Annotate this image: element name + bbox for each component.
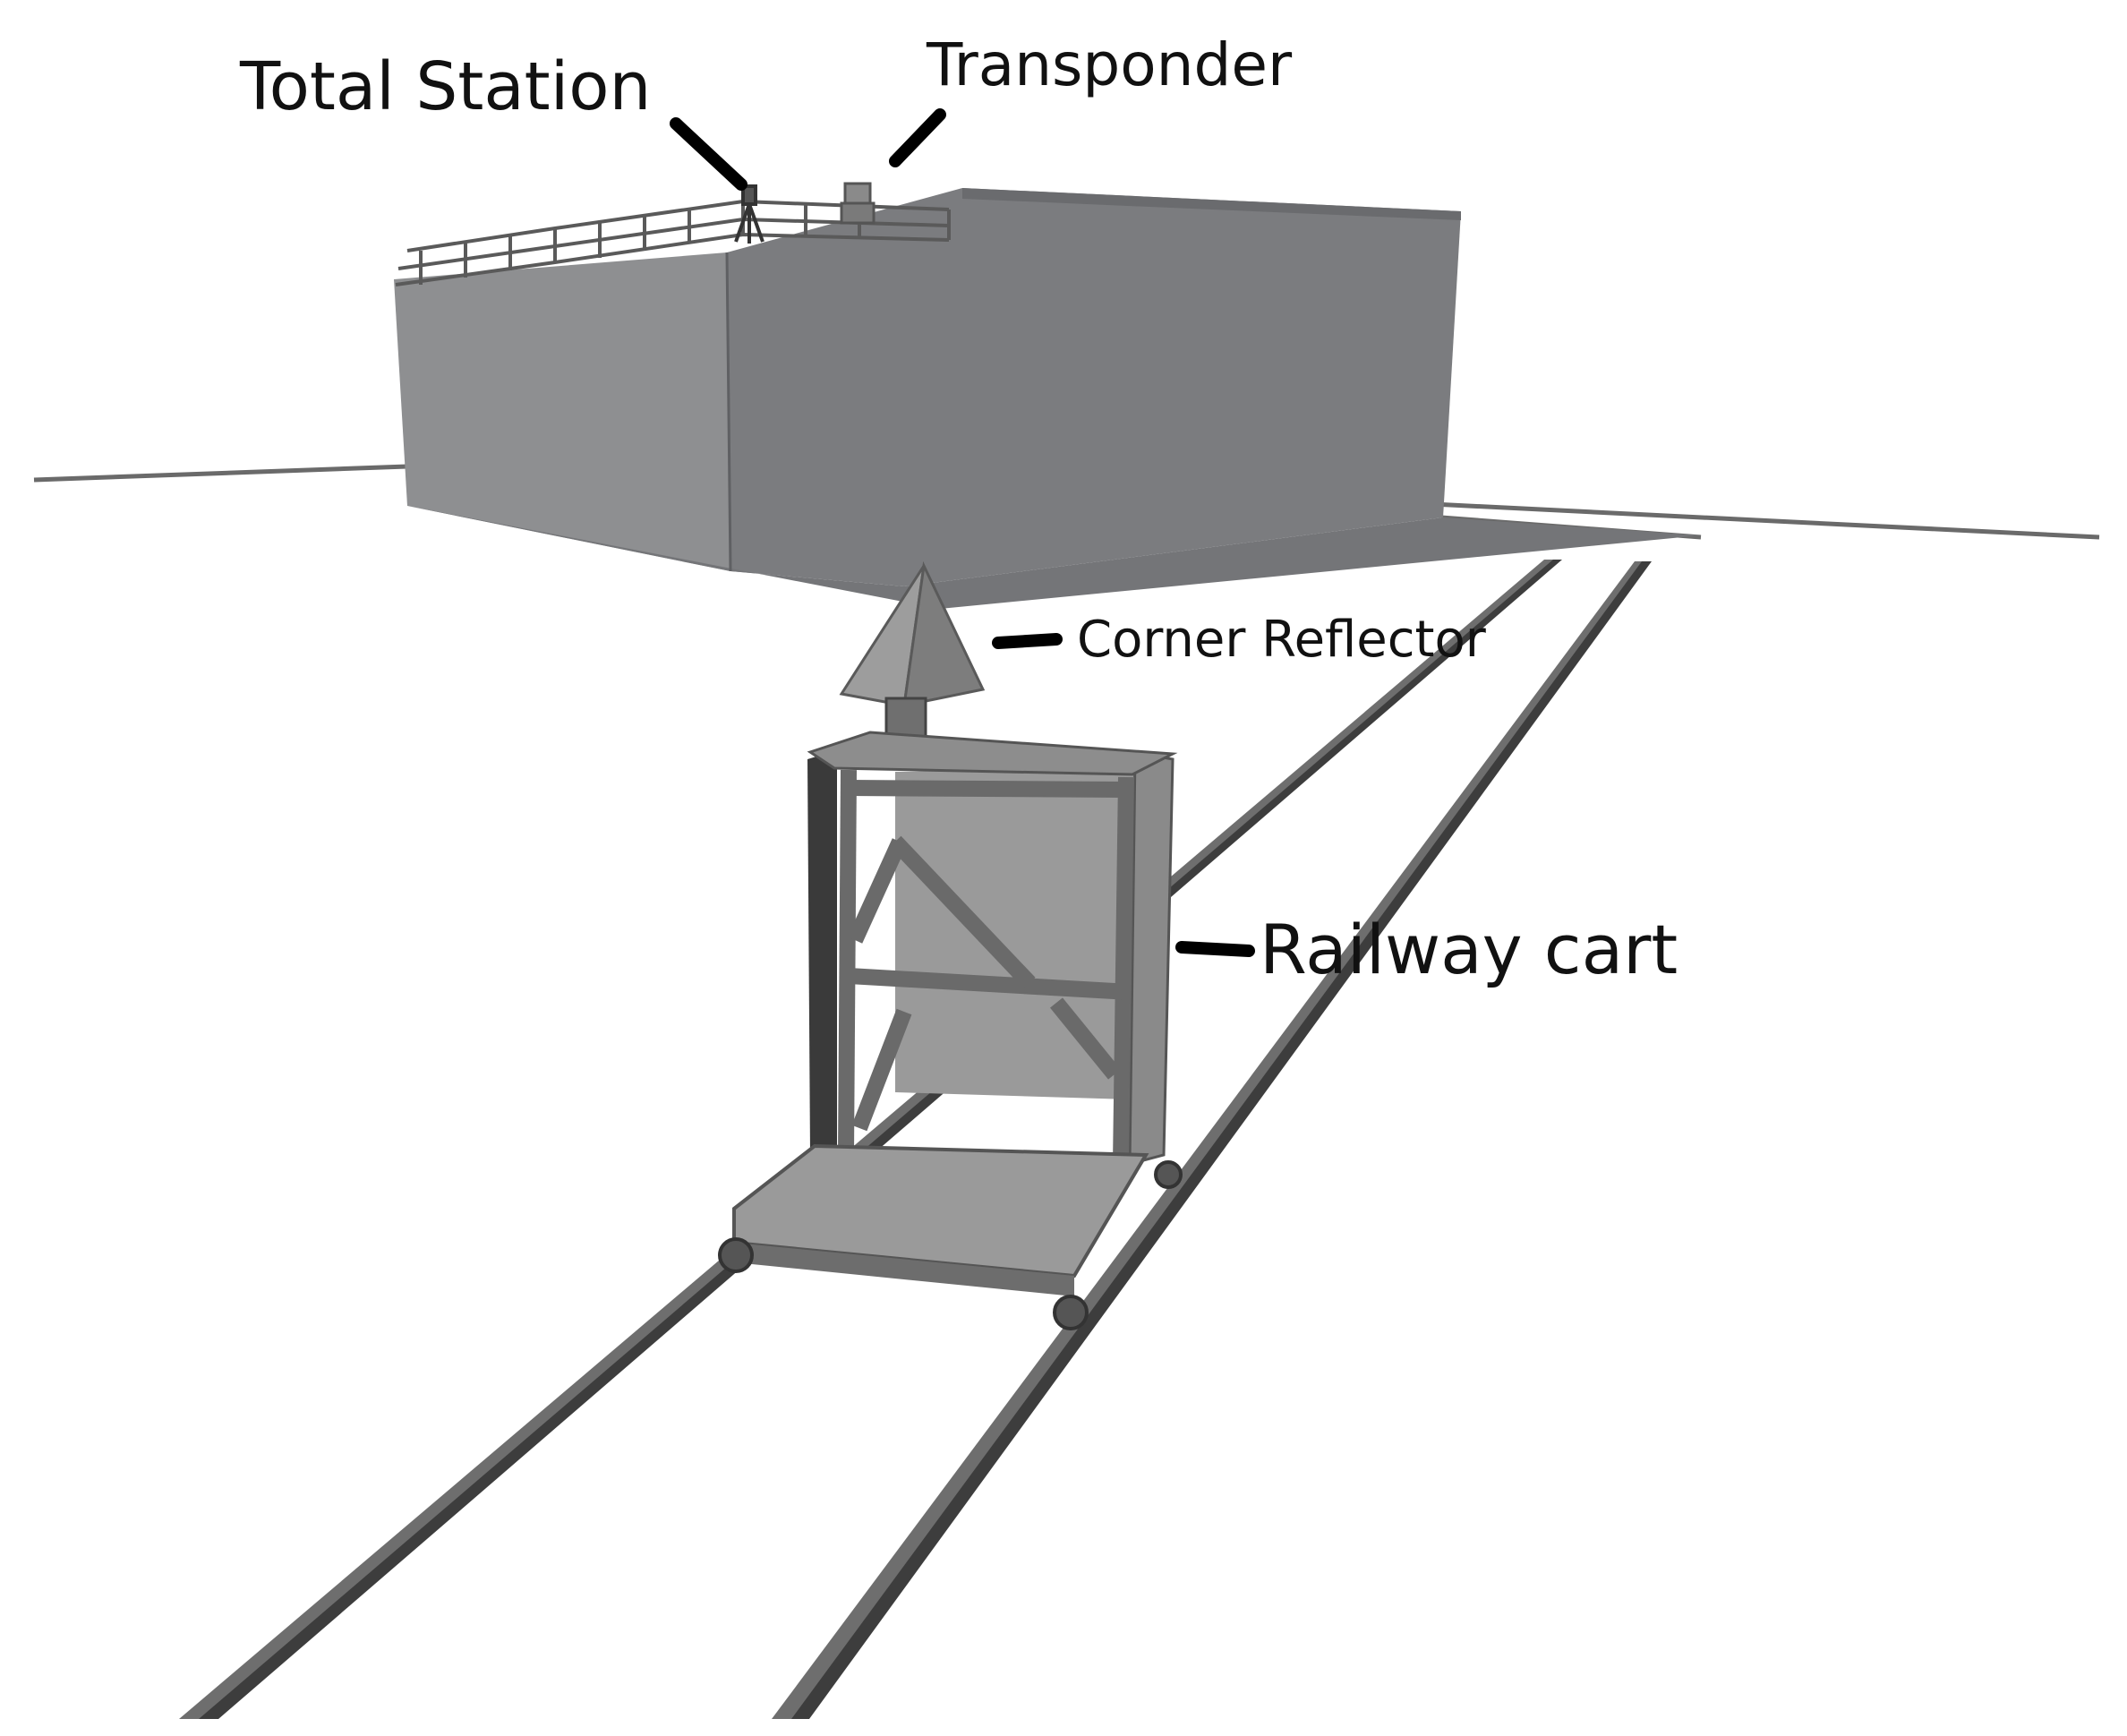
cart-wheel <box>718 1237 754 1273</box>
total-station-label: Total Station <box>239 48 651 125</box>
rail-right <box>772 561 1645 1719</box>
cart-platform-front <box>734 1243 1074 1296</box>
reflector-mount <box>884 697 927 740</box>
total-station-instrument <box>734 184 765 244</box>
building-bottom-face <box>407 506 1701 609</box>
building-roof-right <box>962 188 1461 220</box>
leader-transponder <box>889 108 946 167</box>
transponder-device <box>840 182 876 225</box>
rail-left-inner <box>199 560 1562 1719</box>
building <box>394 188 1701 609</box>
leader-total-station <box>670 117 747 191</box>
cart-wheel <box>1053 1295 1089 1330</box>
cart-right-side <box>1128 750 1175 1166</box>
transponder-label: Transponder <box>926 30 1293 99</box>
building-left-face <box>394 252 730 571</box>
cart-top-frame <box>807 731 1178 776</box>
railway-tracks <box>179 560 1652 1719</box>
cart-dark-side <box>807 750 837 1155</box>
building-edge <box>725 252 732 572</box>
cart-wheel <box>1154 1160 1183 1189</box>
reflector-right-face <box>902 560 986 707</box>
rail-right-inner <box>791 561 1652 1719</box>
railway-cart-label: Railway cart <box>1260 910 1678 989</box>
building-front-face <box>727 188 1461 586</box>
leader-lines <box>670 108 1255 957</box>
cart-platform <box>732 1143 1149 1278</box>
railway-cart <box>718 731 1183 1330</box>
rail-left <box>179 560 1558 1719</box>
leader-corner-reflector <box>992 633 1063 649</box>
corner-reflector-label: Corner Reflector <box>1077 611 1487 669</box>
leader-railway-cart <box>1175 941 1255 957</box>
